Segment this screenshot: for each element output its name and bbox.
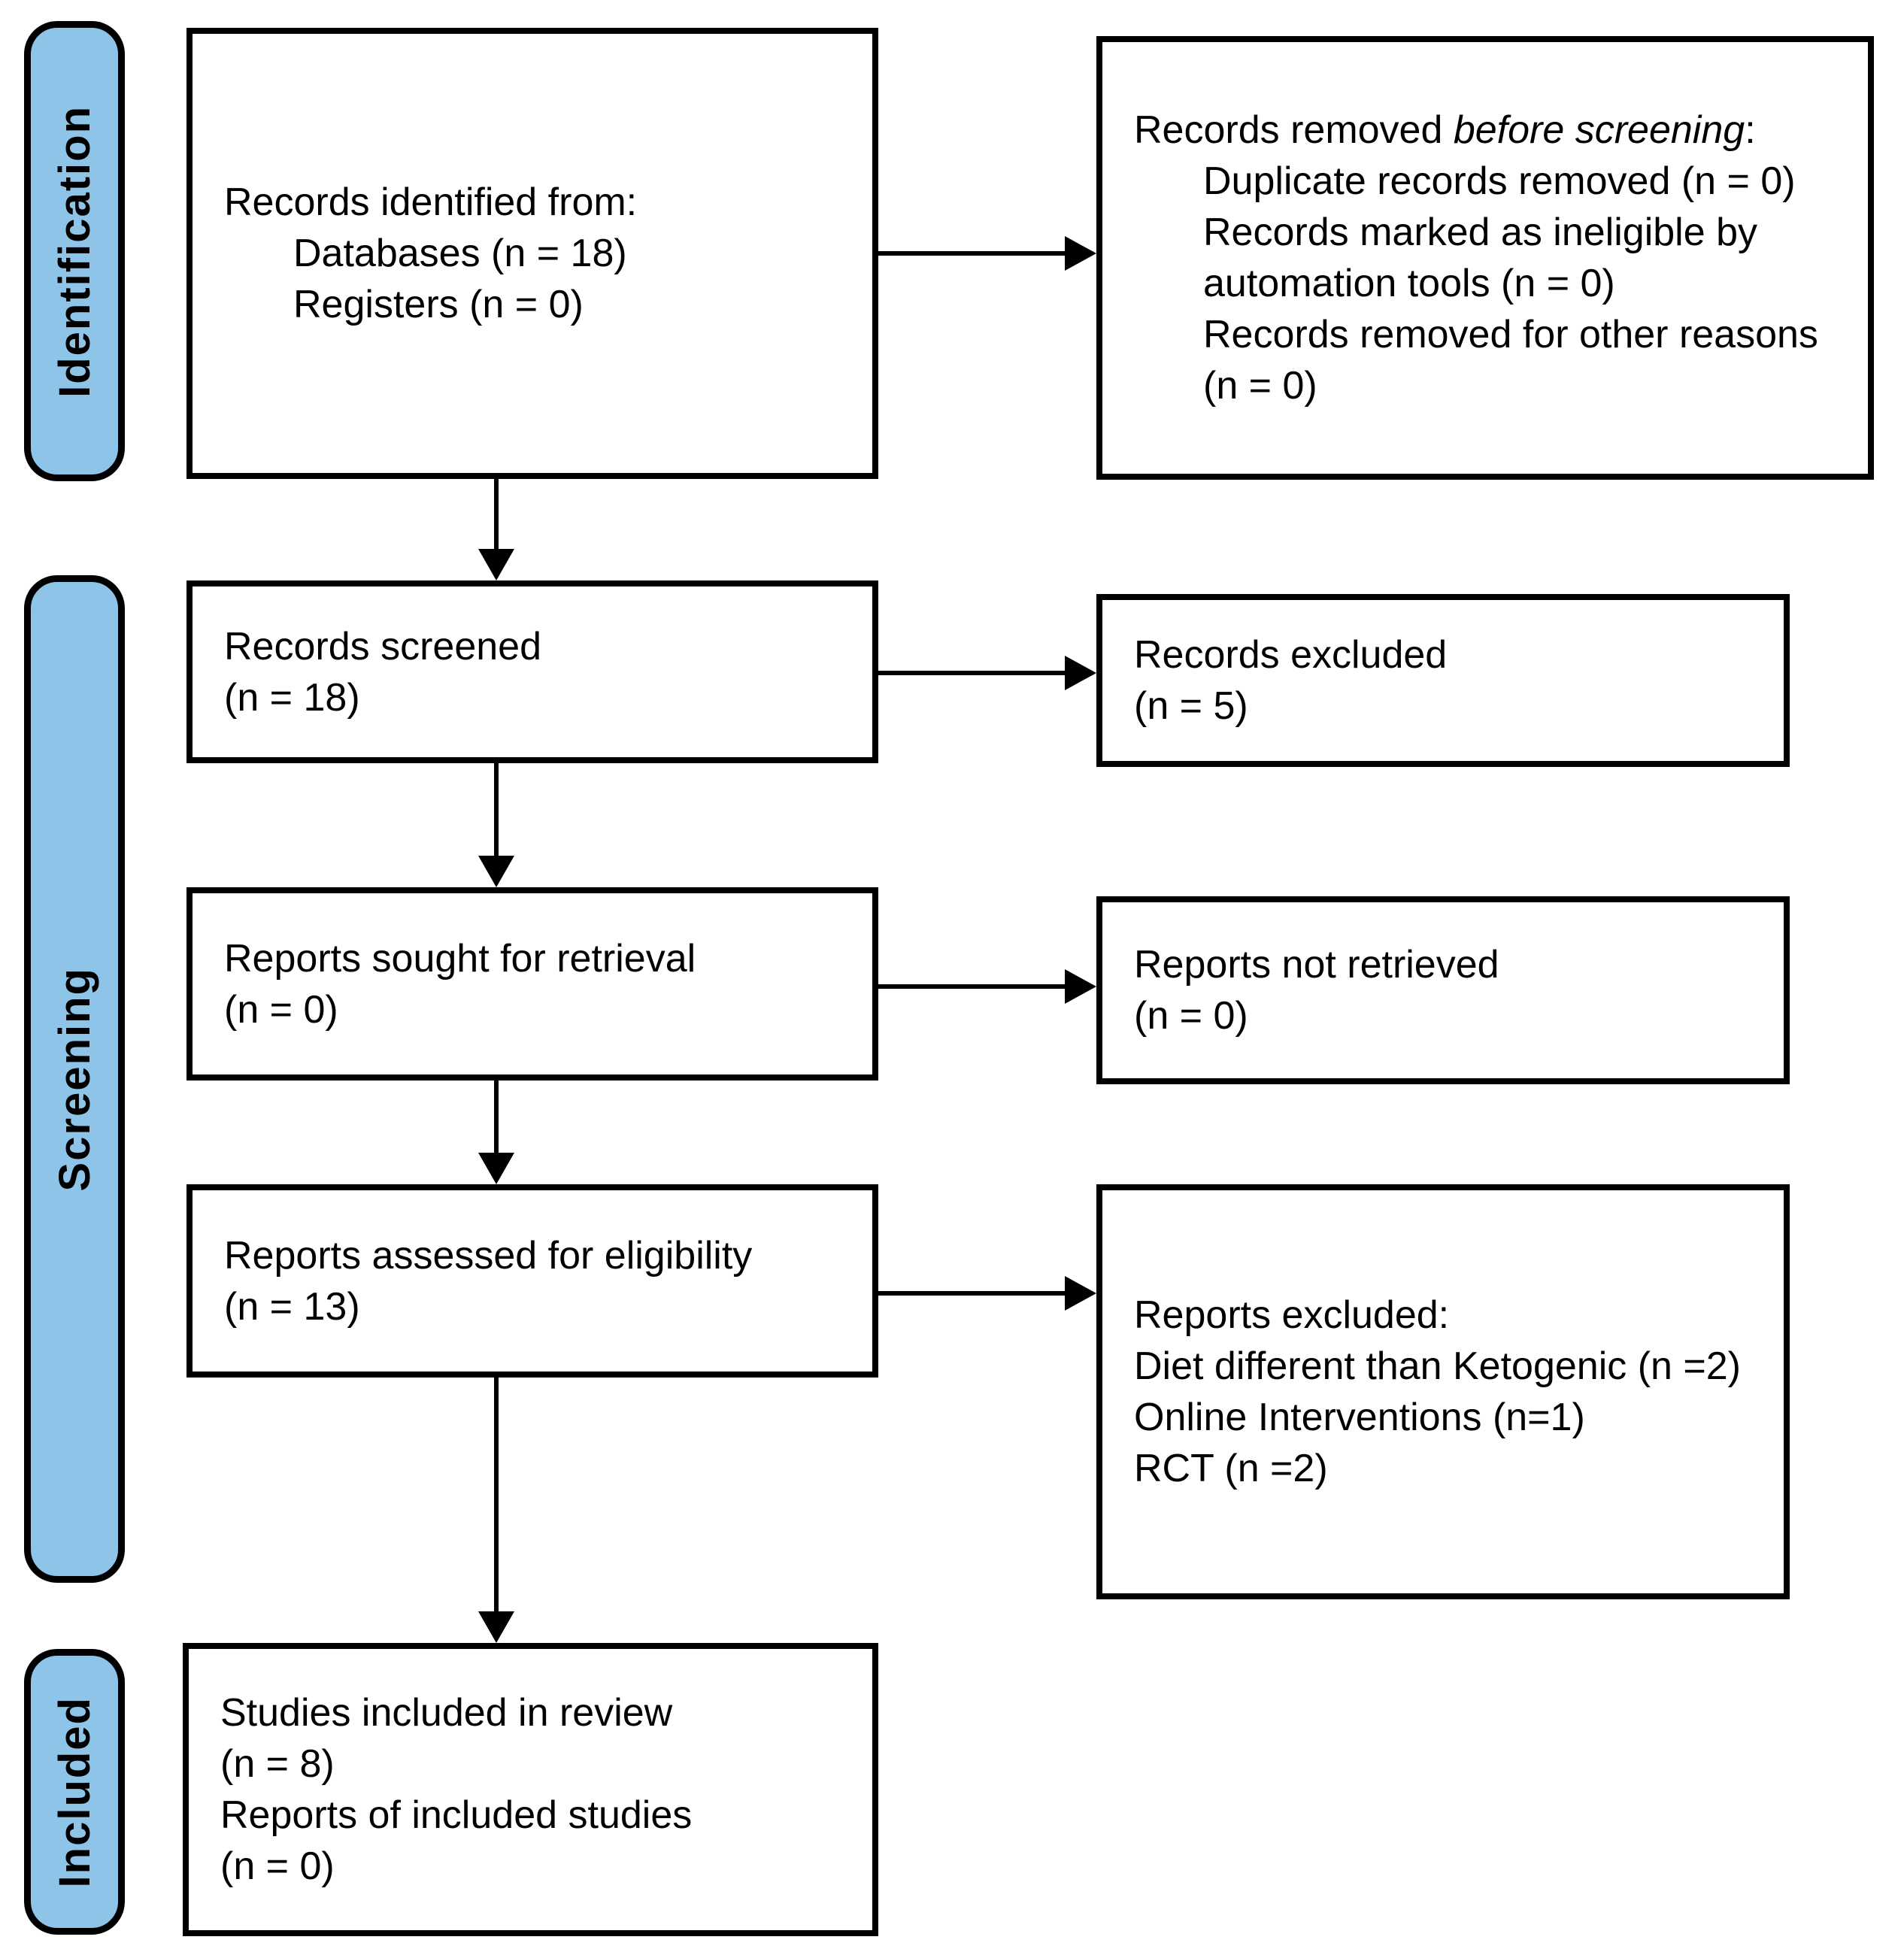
phase-bar-identification: Identification <box>24 21 125 481</box>
box-reports-not-retrieved-text: Reports not retrieved (n = 0) <box>1102 924 1784 1056</box>
arrow-shaft <box>878 671 1066 675</box>
text-line: (n = 5) <box>1134 684 1248 728</box>
arrow-right-icon <box>1065 1276 1096 1311</box>
text-line: Reports not retrieved <box>1134 943 1499 987</box>
box-records-screened-text: Records screened (n = 18) <box>193 606 872 738</box>
box-reports-excluded: Reports excluded: Diet different than Ket… <box>1096 1184 1790 1599</box>
text-line: RCT (n =2) <box>1134 1447 1328 1490</box>
arrow-shaft <box>494 479 499 552</box>
box-records-removed-text: Records removed before screening: Duplica… <box>1102 89 1868 426</box>
text-line: Records marked as ineligible by automati… <box>1203 211 1758 305</box>
arrow-shaft <box>878 251 1066 256</box>
text-line: Registers (n = 0) <box>293 283 584 326</box>
phase-label-screening: Screening <box>50 966 99 1192</box>
arrow-shaft <box>878 1291 1066 1296</box>
box-records-excluded-text: Records excluded (n = 5) <box>1102 614 1784 747</box>
arrow-down-icon <box>478 856 514 887</box>
text-line: Reports excluded: <box>1134 1293 1450 1337</box>
box-reports-excluded-text: Reports excluded: Diet different than Ket… <box>1102 1275 1784 1509</box>
box-reports-assessed-text: Reports assessed for eligibility (n = 13) <box>193 1215 872 1347</box>
box-reports-not-retrieved: Reports not retrieved (n = 0) <box>1096 896 1790 1084</box>
text-line: Databases (n = 18) <box>293 232 627 275</box>
box-reports-sought-text: Reports sought for retrieval (n = 0) <box>193 918 872 1050</box>
phase-label-identification: Identification <box>50 105 99 398</box>
text-line: Records removed before screening: <box>1134 108 1756 152</box>
phase-label-included: Included <box>50 1696 99 1888</box>
text-line: (n = 18) <box>224 675 360 720</box>
arrow-down-icon <box>478 1611 514 1643</box>
arrow-down-icon <box>478 1153 514 1184</box>
arrow-right-icon <box>1065 236 1096 271</box>
text-line: (n = 0) <box>224 987 338 1032</box>
arrow-shaft <box>878 984 1066 989</box>
text-line: Diet different than Ketogenic (n =2) <box>1134 1344 1741 1388</box>
text-line: (n = 0) <box>1134 994 1248 1038</box>
box-records-removed-before-screening: Records removed before screening: Duplica… <box>1096 36 1874 480</box>
box-records-excluded: Records excluded (n = 5) <box>1096 594 1790 767</box>
arrow-shaft <box>494 1378 499 1614</box>
text-line: (n = 0) <box>220 1844 335 1888</box>
box-records-screened: Records screened (n = 18) <box>186 580 878 763</box>
text-line: Records identified from: <box>224 180 638 224</box>
text-line: Reports sought for retrieval <box>224 936 696 981</box>
box-records-identified: Records identified from: Databases (n = 1… <box>186 28 878 479</box>
phase-bar-screening: Screening <box>24 575 125 1583</box>
box-studies-included: Studies included in review (n = 8) Reports… <box>183 1643 878 1936</box>
text-line: Studies included in review <box>220 1691 673 1735</box>
text-line: (n = 8) <box>220 1742 335 1786</box>
text-line: Reports assessed for eligibility <box>224 1233 753 1278</box>
arrow-shaft <box>494 763 499 859</box>
arrow-shaft <box>494 1081 499 1156</box>
text-line: Records screened <box>224 624 541 668</box>
arrow-down-icon <box>478 549 514 580</box>
text-line: Reports of included studies <box>220 1793 693 1837</box>
box-reports-assessed: Reports assessed for eligibility (n = 13) <box>186 1184 878 1378</box>
text-line: Duplicate records removed (n = 0) <box>1203 159 1796 203</box>
arrow-right-icon <box>1065 656 1096 690</box>
box-studies-included-text: Studies included in review (n = 8) Reports… <box>189 1672 872 1907</box>
text-line: Records excluded <box>1134 633 1448 677</box>
phase-bar-included: Included <box>24 1649 125 1935</box>
box-records-identified-text: Records identified from: Databases (n = 1… <box>193 162 872 345</box>
text-line: Online Interventions (n=1) <box>1134 1396 1585 1439</box>
text-line: Records removed for other reasons (n = 0… <box>1203 313 1818 408</box>
text-line: (n = 13) <box>224 1284 360 1329</box>
box-reports-sought: Reports sought for retrieval (n = 0) <box>186 887 878 1081</box>
arrow-right-icon <box>1065 969 1096 1004</box>
